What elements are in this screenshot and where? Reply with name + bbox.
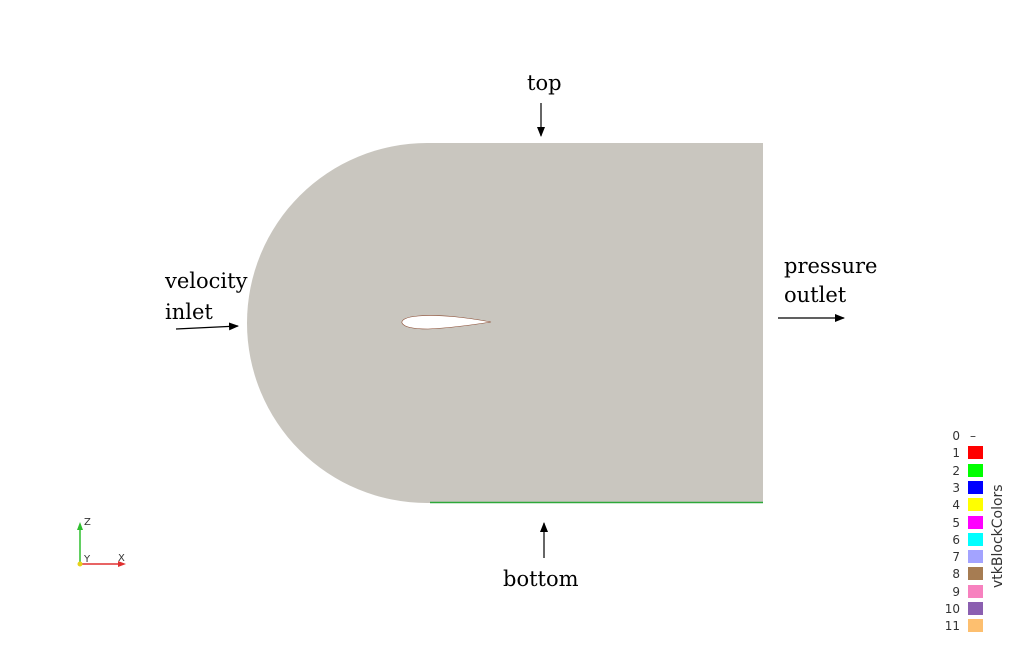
inlet-arrow xyxy=(175,322,239,331)
legend-entry-label: 8 xyxy=(952,567,960,582)
x-axis-label: X xyxy=(118,553,125,564)
legend-entry-label: 10 xyxy=(944,602,960,616)
fluid-domain xyxy=(247,143,763,503)
y-axis-label: Y xyxy=(84,554,91,565)
velocity-inlet-label-line2: inlet xyxy=(165,300,213,324)
legend-entry-label: 5 xyxy=(952,515,960,530)
legend-swatch xyxy=(968,567,983,581)
legend-swatch xyxy=(968,602,983,615)
pressure-outlet-label-line2: outlet xyxy=(784,283,847,307)
legend-entry-label: 11 xyxy=(944,619,960,634)
legend-title: vtkBlockColors xyxy=(990,484,1006,588)
legend-entry-label: 9 xyxy=(952,584,960,599)
legend-swatch xyxy=(968,584,983,598)
z-axis-label: Z xyxy=(84,517,91,528)
y-axis-dot xyxy=(77,561,83,567)
bottom-label: bottom xyxy=(503,567,579,591)
legend-entry-label: 3 xyxy=(952,480,960,495)
airfoil-cutout xyxy=(401,315,492,330)
axes-triad xyxy=(77,522,126,567)
legend-swatch xyxy=(968,498,983,512)
legend-swatch xyxy=(968,463,983,477)
legend-entry-label: 1 xyxy=(952,446,960,461)
legend-swatch xyxy=(968,446,983,460)
legend-entry-label: 0 xyxy=(952,429,960,443)
legend-tick: – xyxy=(970,429,976,443)
z-axis-head xyxy=(77,522,83,530)
legend-swatch xyxy=(968,515,983,529)
legend-entry-label: 4 xyxy=(952,498,960,513)
legend-swatch xyxy=(968,532,983,546)
x-axis-head xyxy=(118,561,126,567)
legend-entry-label: 2 xyxy=(952,463,960,478)
legend-swatch xyxy=(968,550,983,564)
pressure-outlet-label-line1: pressure xyxy=(784,254,878,278)
legend-entry-label: 7 xyxy=(952,550,960,565)
legend-entry-label: 6 xyxy=(952,532,960,547)
legend-swatch xyxy=(968,619,983,633)
velocity-inlet-label-line1: velocity xyxy=(165,269,248,293)
top-label: top xyxy=(527,71,562,95)
legend-swatch xyxy=(968,480,983,494)
